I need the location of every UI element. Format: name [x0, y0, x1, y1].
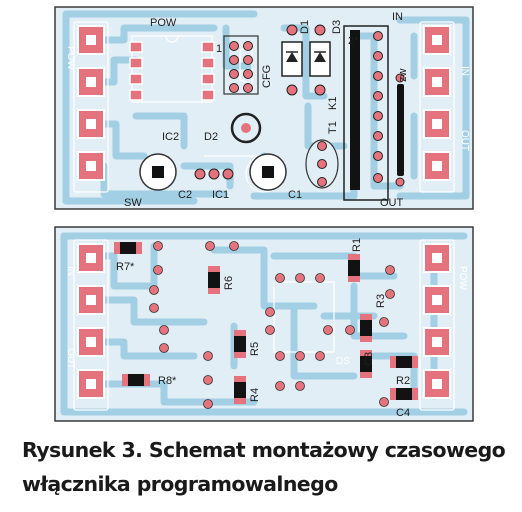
smd-r6	[208, 266, 220, 294]
label-d1: D1	[299, 20, 311, 34]
smd-c4	[390, 388, 418, 400]
smd-r8	[122, 374, 150, 386]
label-pow-mirror: POW	[65, 46, 76, 70]
bottom-board-layout: R7* R8* R6 R5 R4 R1 R3 C3 R2 C4 DS IN OU…	[54, 226, 474, 422]
smd-r2	[390, 356, 418, 368]
bottom-right-terminal	[423, 243, 451, 399]
top-board-traces	[62, 10, 470, 205]
smd-c3	[360, 350, 372, 378]
label-pow: POW	[150, 17, 177, 29]
smd-r5	[234, 330, 246, 358]
label-r2-star: 2*	[348, 35, 359, 47]
label-cfg: CFG	[261, 65, 273, 88]
zw-pad-bottom	[395, 177, 405, 187]
capacitor-c1	[249, 153, 287, 191]
transistor-t1	[305, 139, 339, 189]
ic1-pads	[194, 168, 234, 180]
label-r5: R5	[249, 342, 261, 356]
figure-caption-line-1: Rysunek 3. Schemat montażowy czasowego	[22, 438, 506, 462]
label-d2: D2	[204, 131, 218, 143]
label-r2: R2	[396, 375, 410, 387]
label-in-mirror: IN	[459, 66, 470, 76]
label-in-mirror-bottom: IN	[65, 266, 76, 276]
label-one: 1	[216, 43, 222, 55]
bottom-silkscreen	[73, 239, 455, 411]
label-ic1: IC1	[212, 189, 229, 201]
top-left-terminal	[77, 25, 105, 181]
smd-r1	[348, 254, 360, 282]
top-board-layout: POW IN OUT IC2 D2 IC1 C2 C1 SW 1 2* D1 D…	[54, 6, 474, 210]
cfg-jumper-header	[223, 35, 259, 95]
label-d3: D3	[331, 20, 343, 34]
smd-r7	[114, 242, 142, 254]
label-sw: SW	[124, 197, 142, 209]
d1-pad	[286, 24, 298, 36]
capacitor-c2	[139, 153, 177, 191]
label-ds: DS	[336, 356, 350, 367]
label-pow-mirror-bottom: POW	[457, 266, 468, 290]
label-c3: C3	[363, 352, 375, 366]
label-ic2: IC2	[162, 131, 179, 143]
label-zw: zw	[397, 69, 409, 83]
label-out-mirror: OUT	[459, 130, 470, 151]
top-right-terminal	[423, 25, 451, 181]
ic2-dip-pads	[129, 41, 215, 101]
label-r7: R7*	[116, 261, 135, 273]
bottom-left-terminal	[77, 243, 105, 399]
label-r6: R6	[223, 276, 235, 290]
label-c2: C2	[178, 189, 192, 201]
d3-pad	[314, 24, 326, 36]
jumper-zw	[397, 84, 404, 176]
label-t1: T1	[327, 121, 339, 134]
figure-caption-line-2: włącznika programowalnego	[22, 472, 338, 496]
label-r1: R1	[351, 238, 363, 252]
zw-pad-top	[395, 73, 405, 83]
label-k1: K1	[327, 97, 339, 110]
label-r8: R8*	[158, 375, 177, 387]
led-d2	[230, 112, 262, 144]
label-in: IN	[392, 11, 403, 23]
label-out-mirror-bottom: OUT	[65, 348, 76, 369]
smd-r4	[234, 376, 246, 404]
diode-d1	[281, 41, 303, 77]
label-out: OUT	[380, 197, 404, 209]
relay-k1	[343, 25, 389, 201]
bottom-through-hole-pads	[149, 241, 395, 409]
d1-pad-2	[286, 84, 298, 96]
label-c4: C4	[396, 407, 410, 419]
label-c1: C1	[288, 189, 302, 201]
diode-d3	[309, 41, 331, 77]
label-r4: R4	[249, 388, 261, 402]
smd-r3	[360, 314, 372, 342]
d3-pad-2	[314, 84, 326, 96]
label-r3: R3	[375, 294, 387, 308]
